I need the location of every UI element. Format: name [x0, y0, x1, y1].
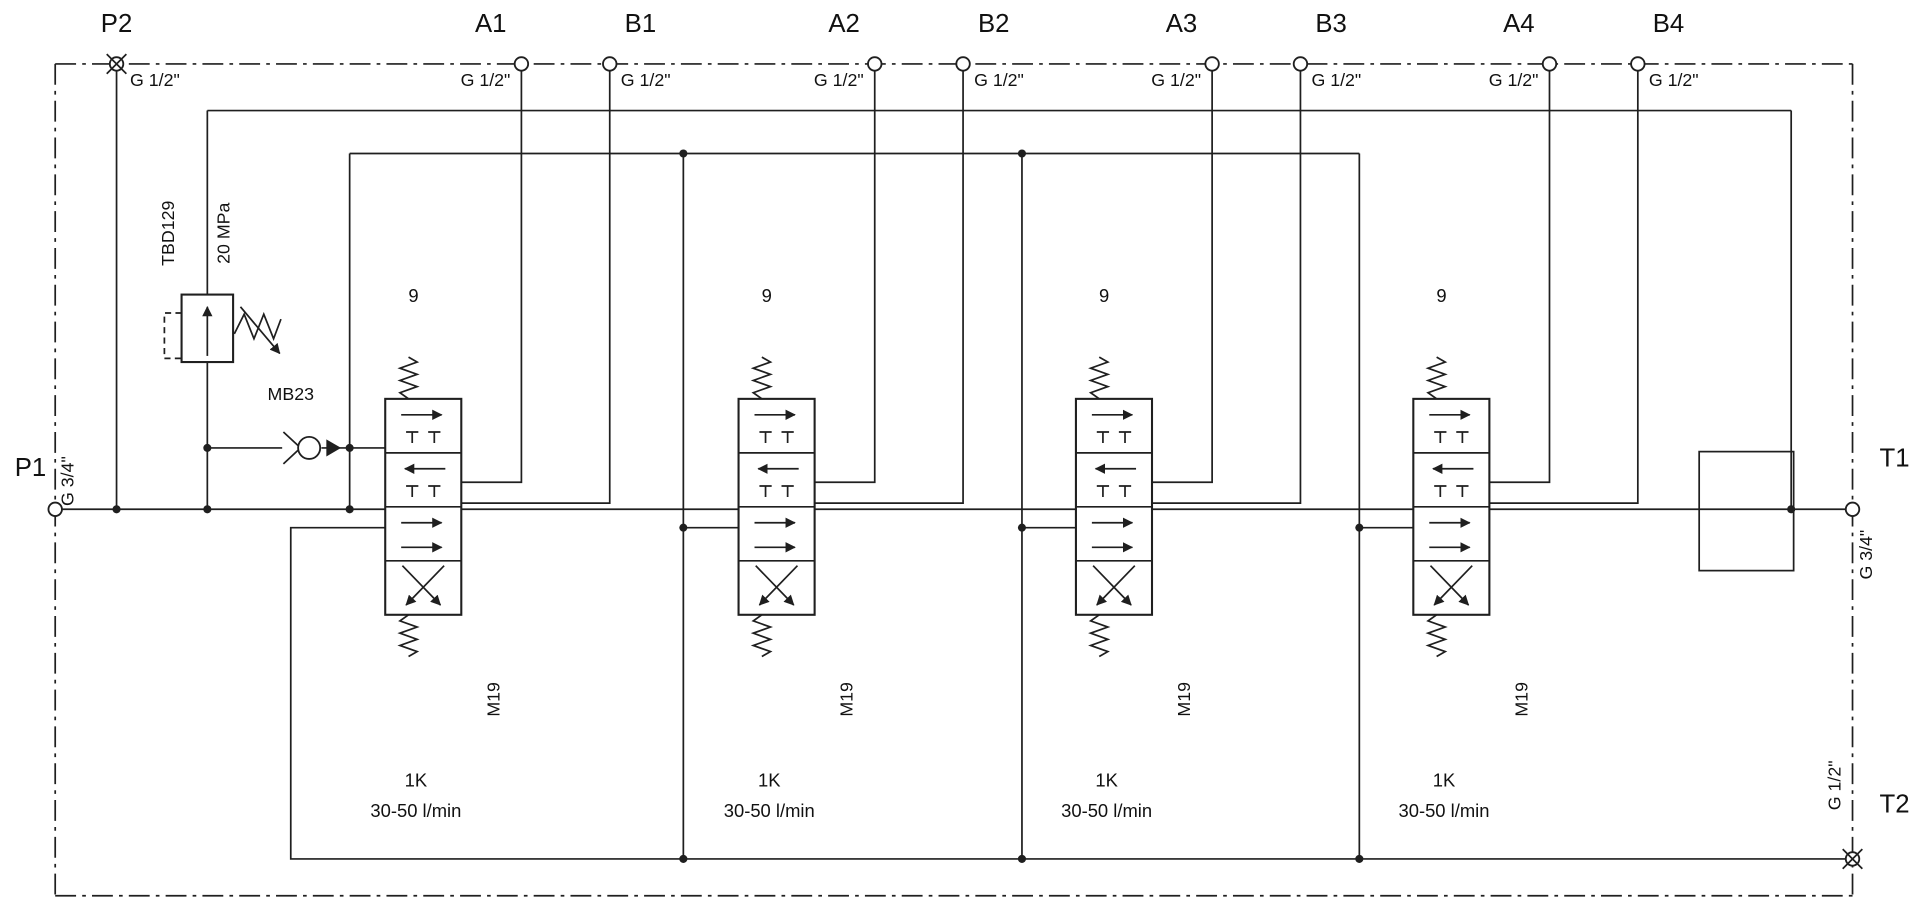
port-thread-label: G 1/2" — [1824, 760, 1844, 810]
adjustment-arrow — [239, 306, 281, 355]
spool-code-label: M19 — [837, 682, 857, 717]
valve-section-1: 9 M19 1K 30-50 l/min — [370, 285, 503, 821]
port-thread-label: G 3/4" — [58, 456, 78, 506]
port-thread-label: G 1/2" — [974, 70, 1024, 90]
port-label: B3 — [1315, 10, 1347, 38]
port-label: A1 — [475, 10, 507, 38]
relief-spring — [233, 311, 282, 342]
positions-label: 9 — [762, 285, 772, 306]
port-connector — [513, 56, 530, 72]
port-connector — [955, 56, 971, 72]
port-t2: T2 G 1/2" — [1824, 760, 1910, 870]
port-label: A3 — [1166, 10, 1198, 38]
port-thread-label: G 1/2" — [130, 70, 180, 90]
port-label: A2 — [828, 10, 860, 38]
port-thread-label: G 1/2" — [814, 70, 864, 90]
directional-valve-symbol — [385, 357, 461, 656]
pipe-tank-lines — [289, 153, 1846, 860]
positions-label: 9 — [1436, 285, 1446, 306]
relief-valve-setting-label: 20 MPa — [213, 203, 233, 264]
port-label: P1 — [15, 454, 47, 482]
check-valve-ball — [297, 435, 322, 460]
positions-label: 9 — [1099, 285, 1109, 306]
flow-range-label: 30-50 l/min — [370, 800, 461, 821]
port-a4: A4 G 1/2" — [1489, 10, 1558, 90]
port-thread-label: G 1/2" — [1151, 70, 1201, 90]
port-connector — [1541, 56, 1558, 72]
port-label: B4 — [1653, 10, 1685, 38]
port-thread-label: G 1/2" — [461, 70, 511, 90]
port-thread-label: G 3/4" — [1856, 530, 1876, 580]
port-thread-label: G 1/2" — [1489, 70, 1539, 90]
valve-section-2: 9 M19 1K 30-50 l/min — [724, 285, 857, 821]
port-a1: A1 G 1/2" — [461, 10, 530, 90]
plug-cross-icon — [1842, 848, 1863, 870]
port-connector — [1630, 56, 1646, 72]
port-b4: B4 G 1/2" — [1630, 10, 1699, 90]
t1-cavity-box — [1698, 450, 1795, 572]
spool-type-label: 1K — [1095, 770, 1118, 791]
port-a3: A3 G 1/2" — [1151, 10, 1220, 90]
directional-valve-symbol — [1076, 357, 1152, 656]
port-connector — [1204, 56, 1220, 72]
spool-type-label: 1K — [405, 770, 428, 791]
port-connector — [867, 56, 883, 72]
junction-dots — [112, 149, 1796, 863]
directional-valve-symbol — [1413, 357, 1489, 656]
port-label: P2 — [101, 10, 132, 38]
flow-range-label: 30-50 l/min — [1061, 800, 1152, 821]
port-label: B2 — [978, 10, 1010, 38]
port-connector — [1292, 56, 1309, 72]
flow-range-label: 30-50 l/min — [1398, 800, 1489, 821]
port-b3: B3 G 1/2" — [1292, 10, 1361, 90]
pressure-relief-valve: TBD129 20 MPa — [158, 201, 282, 364]
pipe-work-lines — [115, 70, 1639, 510]
port-connector — [47, 501, 63, 517]
valve-section-4: 9 M19 1K 30-50 l/min — [1398, 285, 1531, 821]
check-valve-label: MB23 — [268, 384, 315, 404]
spool-type-label: 1K — [1433, 770, 1456, 791]
port-b1: B1 G 1/2" — [602, 10, 671, 90]
valve-section-3: 9 M19 1K 30-50 l/min — [1061, 285, 1194, 821]
spool-code-label: M19 — [483, 682, 503, 717]
spool-type-label: 1K — [758, 770, 781, 791]
port-label: A4 — [1503, 10, 1535, 38]
positions-label: 9 — [408, 285, 418, 306]
port-b2: B2 G 1/2" — [955, 10, 1024, 90]
port-label: B1 — [625, 10, 657, 38]
port-a2: A2 G 1/2" — [814, 10, 883, 90]
port-label: T2 — [1880, 790, 1910, 818]
pipe-network — [61, 70, 1846, 860]
port-thread-label: G 1/2" — [621, 70, 671, 90]
port-p1: P1 G 3/4" — [15, 454, 78, 517]
spool-code-label: M19 — [1174, 682, 1194, 717]
plug-cross-icon — [106, 53, 127, 75]
port-thread-label: G 1/2" — [1311, 70, 1361, 90]
pipe-bus-lines — [206, 109, 1793, 510]
spool-code-label: M19 — [1511, 682, 1531, 717]
check-valve: MB23 — [268, 384, 342, 465]
port-label: T1 — [1880, 444, 1910, 472]
port-t1: T1 G 3/4" — [1844, 444, 1910, 580]
check-valve-flow-arrow — [326, 439, 342, 457]
flow-range-label: 30-50 l/min — [724, 800, 815, 821]
port-connector — [1844, 501, 1861, 517]
directional-valve-symbol — [739, 357, 815, 656]
port-connector — [602, 56, 618, 72]
port-thread-label: G 1/2" — [1649, 70, 1699, 90]
port-p2: P2 G 1/2" — [101, 10, 180, 90]
enclosure-boundary — [54, 63, 1854, 897]
pilot-line — [163, 312, 182, 360]
relief-valve-model-label: TBD129 — [158, 201, 178, 266]
